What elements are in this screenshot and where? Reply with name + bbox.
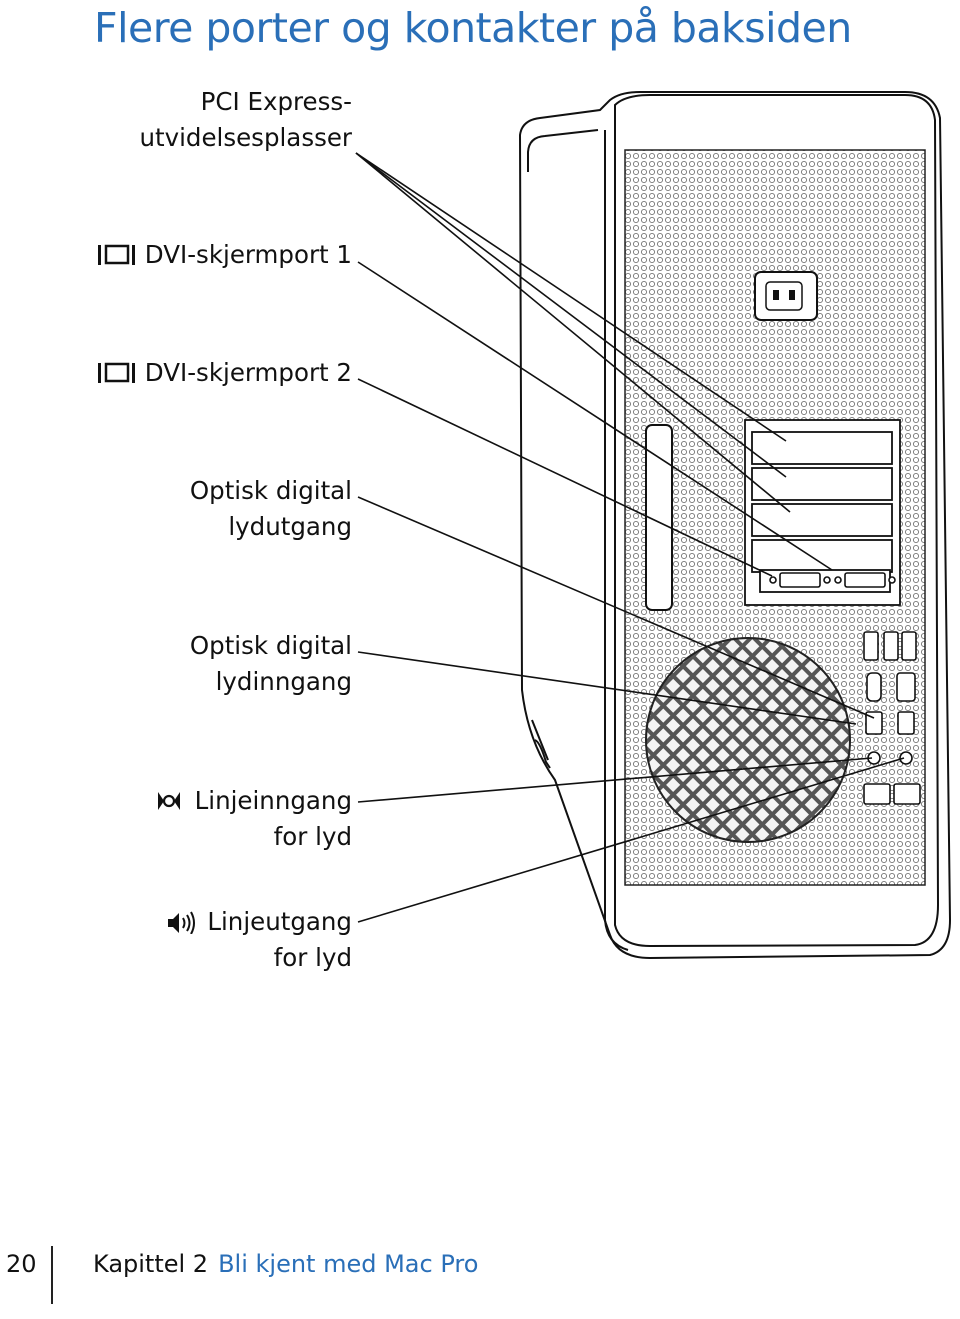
footer-chapter: Kapittel 2 [93,1250,209,1278]
label-dvi-port-2: DVI-skjermport 2 [145,355,352,391]
speaker-icon [168,911,195,934]
footer-running-head: Kapittel 2 Bli kjent med Mac Pro [93,1250,478,1278]
page-title: Flere porter og kontakter på baksiden [94,4,852,52]
label-line: DVI-skjermport 2 [144,358,352,387]
label-line: DVI-skjermport 1 [144,240,352,269]
label-line: Optisk digital [189,631,352,660]
label-line: Optisk digital [189,476,352,505]
label-line: utvidelsesplasser [139,123,352,152]
label-line: PCI Express- [200,87,352,116]
callout-lines [355,152,905,923]
audio-line-in-icon [158,792,180,810]
label-line: lydinngang [215,667,352,696]
display-port-icon [98,244,135,265]
case-outline [518,91,952,960]
footer-divider [51,1246,53,1304]
power-inlet [754,271,818,321]
label-optical-digital-in: Optisk digital lydinngang [190,628,352,700]
label-line: lydutgang [228,512,352,541]
label-line: for lyd [273,943,352,972]
port-cluster [863,631,921,805]
label-audio-line-out: Linjeutgang for lyd [207,904,352,976]
page-number: 20 [6,1250,37,1278]
case-frame [604,94,940,951]
label-line: for lyd [273,822,352,851]
label-optical-digital-out: Optisk digital lydutgang [190,473,352,545]
fan-grille [645,637,851,843]
label-dvi-port-1: DVI-skjermport 1 [145,237,352,273]
display-port-icon [98,362,135,383]
label-pci-express-slots: PCI Express- utvidelsesplasser [139,84,352,156]
side-slot [645,424,673,611]
dvi-ports [769,572,896,588]
label-audio-line-in: Linjeinngang for lyd [195,783,352,855]
pci-slot-area [744,419,901,606]
label-line: Linjeinngang [194,786,352,815]
footer-section: Bli kjent med Mac Pro [218,1250,479,1278]
label-line: Linjeutgang [207,907,352,936]
